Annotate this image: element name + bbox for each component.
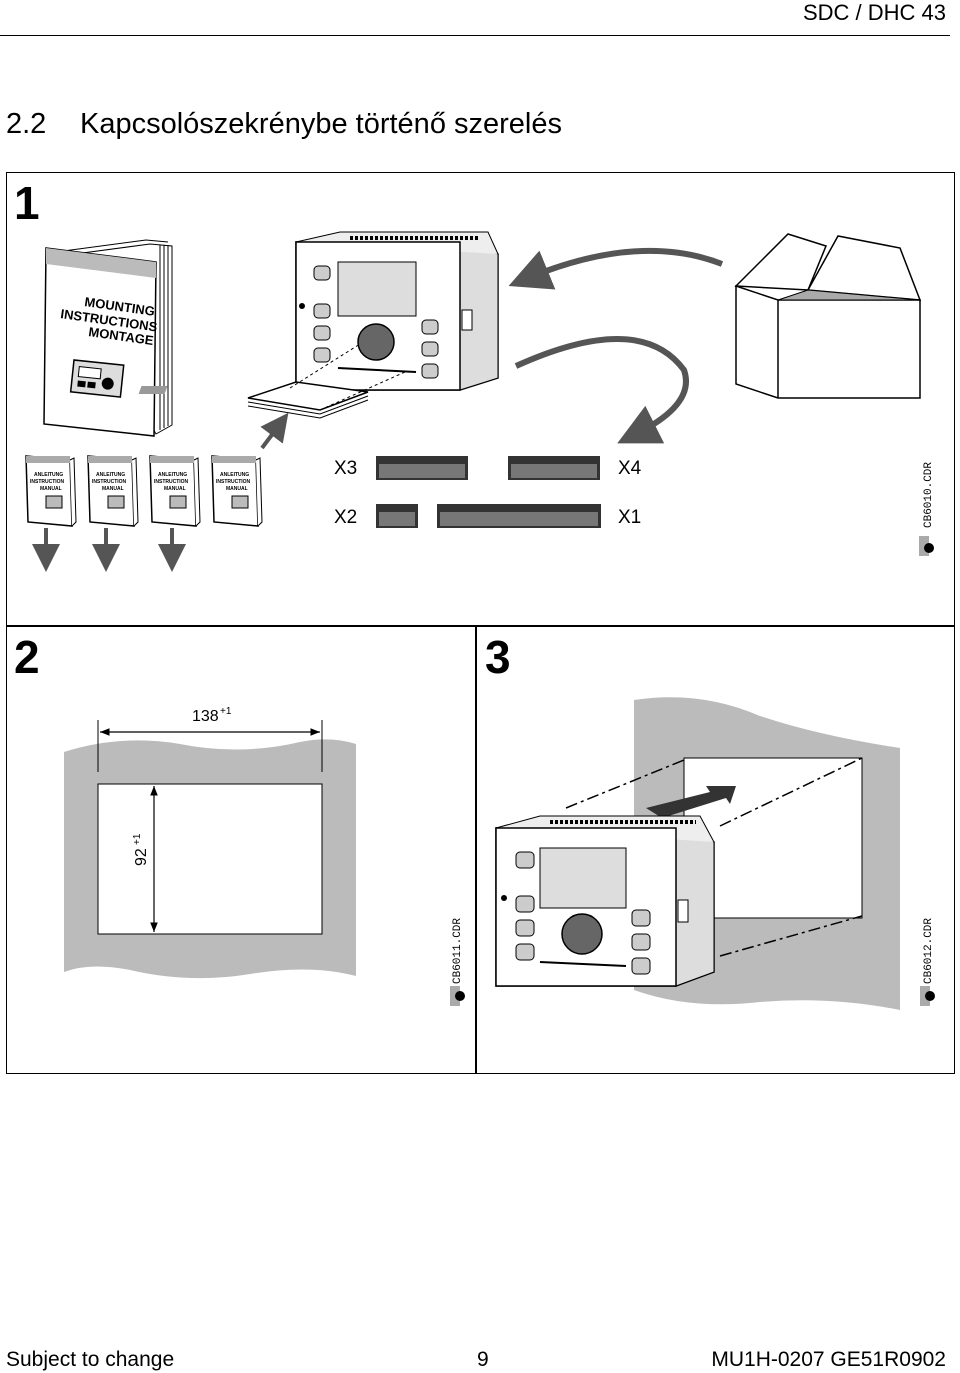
manual-b-line-2: INSTRUCTION xyxy=(92,479,127,485)
section-title-text: Kapcsolószekrénybe történő szerelés xyxy=(80,108,562,140)
arrow-to-connectors xyxy=(514,335,689,444)
height-dimension: 92 xyxy=(133,848,150,866)
width-dimension: 138 xyxy=(192,708,219,725)
file-label-step2: CB6011.CDR xyxy=(452,918,464,984)
arrow-to-manual xyxy=(260,412,289,450)
label-x3: X3 xyxy=(334,458,357,479)
manual-d-line-2: INSTRUCTION xyxy=(216,479,251,485)
section-title: 2.2 Kapcsolószekrénybe történő szerelés xyxy=(6,108,562,141)
insert-arrow xyxy=(646,786,736,818)
manual-a-line-1: ANLEITUNG xyxy=(34,472,63,478)
figure-frame xyxy=(6,172,955,1074)
manual-c-line-3: MANUAL xyxy=(164,486,186,492)
manual-b-line-3: MANUAL xyxy=(102,486,124,492)
header-doc-title: SDC / DHC 43 xyxy=(802,0,946,25)
step-1-number: 1 xyxy=(14,177,40,229)
label-x2: X2 xyxy=(334,507,357,528)
width-tolerance: +1 xyxy=(220,706,232,717)
panel-cutout-illustration xyxy=(64,739,356,979)
connector-x3 xyxy=(376,456,468,480)
manual-device-icon xyxy=(69,359,125,398)
footer-page-number: 9 xyxy=(477,1348,489,1371)
step-3-number: 3 xyxy=(485,631,511,683)
section-number: 2.2 xyxy=(6,108,47,140)
connector-x1 xyxy=(437,504,601,528)
manual-a-line-2: INSTRUCTION xyxy=(30,479,65,485)
file-marker-icon-step2 xyxy=(450,986,465,1006)
file-label-step1: CB6010.CDR xyxy=(923,462,935,528)
figure-divider-horizontal xyxy=(6,625,955,627)
file-label-step3: CB6012.CDR xyxy=(923,918,935,984)
file-marker-icon-step1 xyxy=(919,536,934,556)
manual-d-line-1: ANLEITUNG xyxy=(220,472,249,478)
manual-d-line-3: MANUAL xyxy=(226,486,248,492)
footer-left: Subject to change xyxy=(6,1348,175,1371)
figure-divider-vertical xyxy=(475,625,477,1074)
file-marker-icon-step3 xyxy=(920,986,935,1006)
small-manual-illustration xyxy=(138,343,406,419)
connector-x4 xyxy=(508,456,600,480)
arrow-device-out-of-box xyxy=(508,247,724,290)
manual-c-line-2: INSTRUCTION xyxy=(154,479,189,485)
manual-a-line-3: MANUAL xyxy=(40,486,62,492)
label-x1: X1 xyxy=(618,507,641,528)
header-rule xyxy=(0,35,950,36)
insertion-guide-lines xyxy=(565,757,863,957)
mounting-manual-illustration: MOUNTING INSTRUCTIONS MONTAGE xyxy=(43,239,173,437)
controller-device-step3 xyxy=(495,815,715,987)
controller-device-step1 xyxy=(295,231,499,391)
language-manuals: ANLEITUNG INSTRUCTION MANUAL ANLEITUNG I… xyxy=(25,455,263,527)
footer-right: MU1H-0207 GE51R0902 xyxy=(711,1348,946,1371)
manual-b-line-1: ANLEITUNG xyxy=(96,472,125,478)
packaging-box-illustration xyxy=(734,233,922,399)
manual-c-line-1: ANLEITUNG xyxy=(158,472,187,478)
label-x4: X4 xyxy=(618,458,642,479)
connector-x2 xyxy=(376,504,418,528)
step-2-number: 2 xyxy=(14,631,40,683)
height-tolerance: +1 xyxy=(132,833,143,845)
